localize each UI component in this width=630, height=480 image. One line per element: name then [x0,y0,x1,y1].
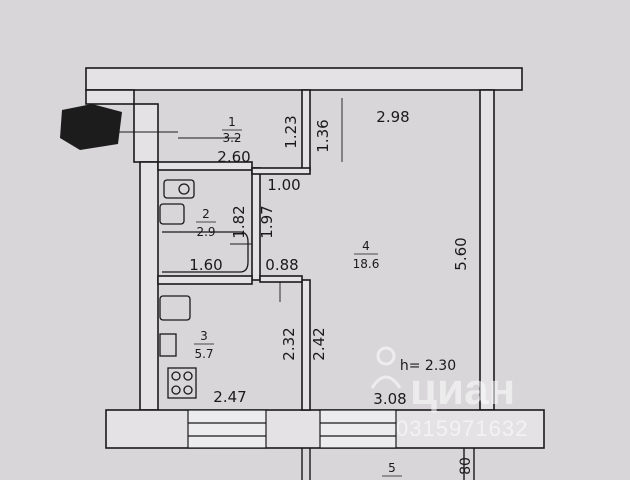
dimensions-horizontal: 2.60 2.98 1.00 1.60 0.88 2.47 3.08 h= 2.… [189,108,456,408]
fixtures [159,179,249,399]
room-2-number: 2 [202,207,210,221]
top-left-wall-step [85,89,135,105]
window-kitchen [187,409,267,449]
walls [85,67,545,449]
top-wall [85,67,523,91]
ceiling-height: h= 2.30 [400,358,456,374]
dim-kitchen-depth-b: 2.42 [310,327,328,360]
partition-wall-lower [301,279,311,411]
dim-room1-width: 2.60 [217,148,250,166]
room-labels: 1 3.2 2 2.9 3 5.7 4 18.6 5 [194,115,402,477]
kitchen-cabinet-icon [159,333,177,357]
washbasin-icon [163,179,195,199]
right-wall [479,89,495,411]
room-1-area: 3.2 [222,131,241,145]
room-4-number: 4 [362,239,370,253]
dim-passage-width: 0.88 [265,256,298,274]
washbasin-drain-icon [178,183,190,195]
left-wall-upper [133,103,159,163]
left-wall-lower [139,161,159,411]
room-1-number: 1 [228,115,236,129]
bathtub-icon [162,231,249,273]
dim-room4-height: 5.60 [452,237,470,270]
partition-bath-bottom [157,275,253,285]
dim-room4-top-width: 2.98 [376,108,409,126]
dim-room1-depth-a: 1.23 [282,115,300,148]
dimensions-vertical: 1.23 1.36 1.82 1.97 5.60 2.32 2.42 80 [230,115,474,475]
dim-kitchen-width: 2.47 [213,388,246,406]
dim-room1-depth-b: 1.36 [314,119,332,152]
dim-corridor-length: 1.97 [258,205,276,238]
room-4-area: 18.6 [353,257,380,271]
room-3-number: 3 [200,329,208,343]
watermark-brand: циан [410,365,515,414]
watermark-listing-id: 0315971632 [396,416,528,441]
redacted-mark [60,104,122,150]
room-5-number: 5 [388,461,396,475]
partition-passage [259,275,303,283]
dim-corridor-width: 1.00 [267,176,300,194]
dimension-lines [112,98,343,302]
dim-bath-width: 1.60 [189,256,222,274]
dim-room4-bottom-width: 3.08 [373,390,406,408]
watermark: циан 0315971632 [370,346,528,441]
dim-bath-height: 1.82 [230,205,248,238]
kitchen-sink-icon [159,295,191,321]
partition-corridor-top [251,167,311,175]
toilet-icon [159,203,185,225]
room-3-area: 5.7 [194,347,213,361]
window-room4 [319,409,397,449]
room-2-area: 2.9 [196,225,215,239]
dim-balcony-depth: 80 [458,457,474,475]
dim-kitchen-depth-a: 2.32 [280,327,298,360]
balcony [301,448,475,480]
partition-wall-upper [301,89,311,171]
cian-logo-icon [370,346,402,389]
partition-room1-bottom [157,161,253,171]
stove-icon [167,367,197,399]
windows [187,409,397,449]
